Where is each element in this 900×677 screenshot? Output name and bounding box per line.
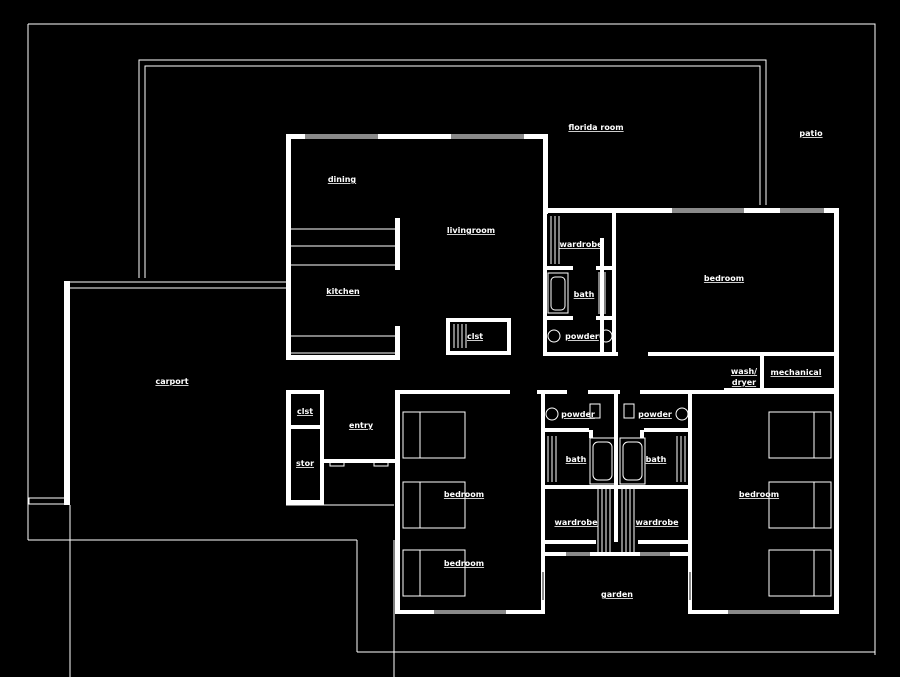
label-bath-right: bath: [646, 455, 667, 464]
label-livingroom: livingroom: [447, 226, 495, 235]
walls: [286, 134, 839, 614]
room-labels: florida room patio dining livingroom kit…: [155, 123, 823, 599]
label-powder-master: powder: [565, 332, 599, 341]
label-clst-entry: clst: [297, 407, 313, 416]
carport-outline: [28, 281, 286, 505]
label-bath-master: bath: [574, 290, 595, 299]
label-bedroom-right: bedroom: [739, 490, 779, 499]
label-bedroom-left-upper: bedroom: [444, 490, 484, 499]
label-carport: carport: [155, 377, 188, 386]
label-stor: stor: [296, 459, 314, 468]
label-powder-right: powder: [638, 410, 672, 419]
label-wardrobe-left: wardrobe: [554, 518, 598, 527]
label-kitchen: kitchen: [326, 287, 360, 296]
label-garden: garden: [601, 590, 633, 599]
label-clst-living: clst: [467, 332, 483, 341]
label-entry: entry: [349, 421, 374, 430]
label-bedroom-left-lower: bedroom: [444, 559, 484, 568]
label-mechanical: mechanical: [771, 368, 822, 377]
roof-outlines: [27, 23, 876, 677]
beds: [402, 411, 832, 597]
label-bath-left: bath: [566, 455, 587, 464]
label-dining: dining: [328, 175, 357, 184]
label-dryer: dryer: [732, 378, 756, 387]
label-bedroom-master: bedroom: [704, 274, 744, 283]
label-wardrobe-right: wardrobe: [635, 518, 679, 527]
label-wardrobe-master: wardrobe: [559, 240, 603, 249]
label-florida-room: florida room: [568, 123, 623, 132]
label-powder-left: powder: [561, 410, 595, 419]
label-patio: patio: [799, 129, 823, 138]
label-wash: wash/: [731, 367, 757, 376]
